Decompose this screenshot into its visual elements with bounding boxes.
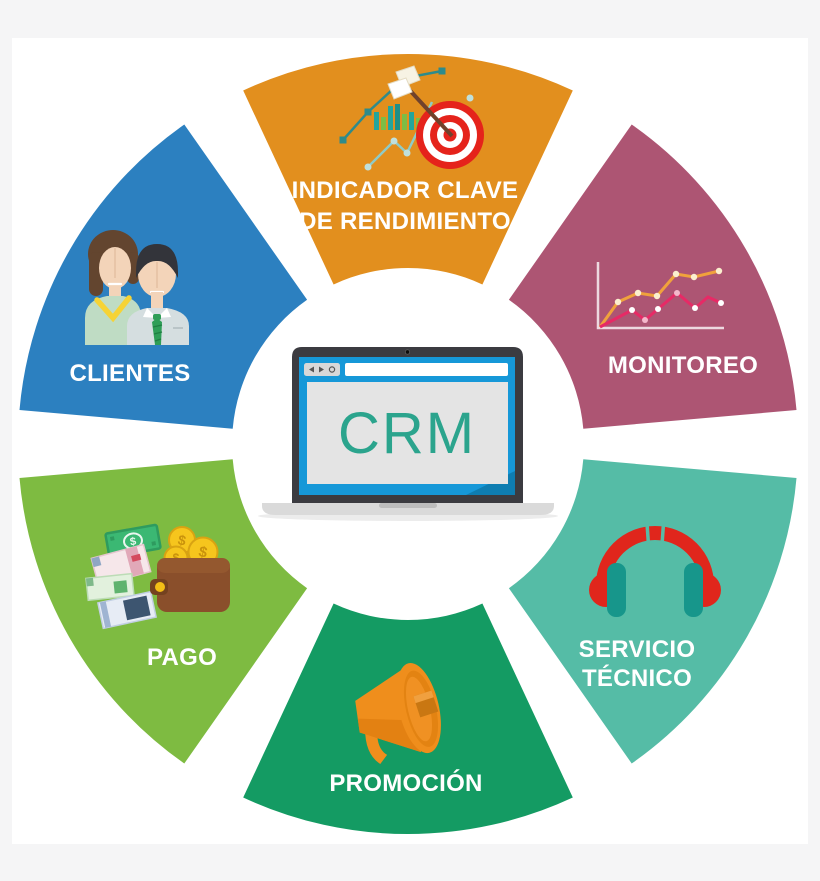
laptop-icon: CRM — [258, 347, 558, 521]
browser-content-area — [307, 382, 508, 484]
wheel-segments — [19, 53, 797, 835]
segment-label-promocion: PROMOCIÓN — [329, 769, 482, 797]
laptop-base-notch — [379, 503, 437, 508]
segment-pago — [19, 459, 308, 764]
segment-servicio-tecnico — [508, 459, 797, 764]
green-banknote — [85, 572, 135, 602]
wallet-clasp — [155, 582, 165, 592]
line-chart-icon — [596, 262, 724, 330]
people-icon — [85, 230, 189, 345]
segment-label-indicador-line2: DE RENDIMIENTO — [299, 208, 511, 235]
segment-indicador-clave — [243, 53, 573, 285]
kpi-dark-line — [342, 69, 443, 141]
forward-arrow-icon — [319, 366, 324, 373]
blue-banknote — [96, 590, 158, 630]
pink-banknote — [90, 543, 152, 587]
kpi-dart-shaft — [402, 82, 454, 138]
refresh-icon — [328, 366, 336, 373]
wallet — [150, 558, 230, 612]
segment-monitoreo — [508, 124, 797, 429]
segment-label-indicador-line1: INDICADOR CLAVE — [292, 177, 519, 204]
address-bar[interactable] — [345, 363, 508, 376]
man-hair — [136, 244, 178, 278]
target-chart-icon — [339, 65, 484, 171]
segment-label-clientes: CLIENTES — [69, 360, 190, 387]
segment-label-monitoreo: MONITOREO — [608, 352, 758, 379]
segment-label-pago: PAGO — [147, 644, 217, 671]
yellow-collar — [94, 295, 132, 323]
headband — [596, 526, 714, 586]
kpi-dart-flight — [387, 77, 413, 100]
megaphone-icon — [355, 663, 441, 764]
money-wallet-icon: $ $ $ $ — [85, 523, 230, 630]
svg-text:$: $ — [129, 536, 137, 549]
megaphone-handle — [365, 727, 388, 764]
back-arrow-icon — [309, 366, 314, 373]
left-earcup-pad — [607, 563, 626, 617]
man-figure — [127, 244, 189, 345]
webcam-icon — [404, 349, 411, 355]
segment-label-servicio-line2: TÉCNICO — [582, 664, 692, 692]
laptop-base — [262, 503, 554, 515]
chart-axes — [596, 262, 724, 330]
crm-screen-text: CRM — [338, 401, 476, 466]
segment-label-servicio-line1: SERVICIO — [579, 636, 696, 663]
svg-text:$: $ — [177, 531, 188, 548]
green-tie — [152, 318, 162, 345]
headphones-icon — [589, 525, 721, 617]
right-earcup-pad — [684, 563, 703, 617]
